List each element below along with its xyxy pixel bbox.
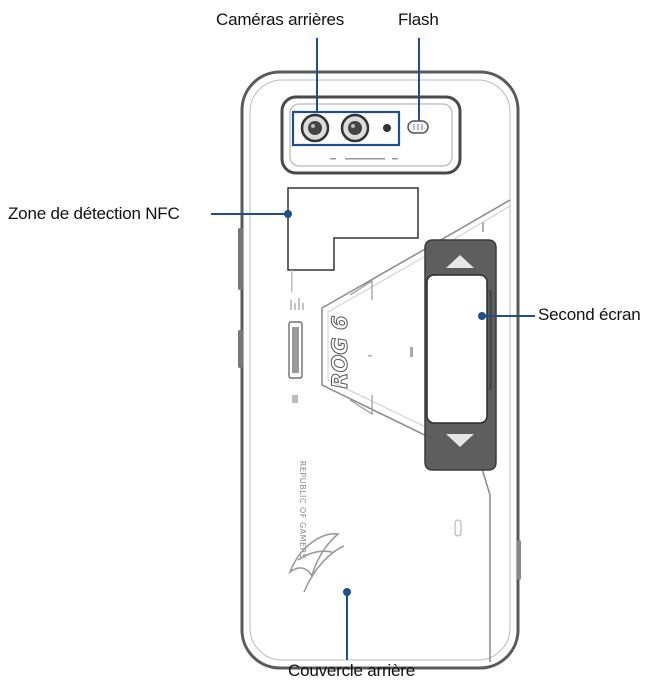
volume-button: [238, 228, 243, 290]
arrow-up-icon: [446, 255, 474, 268]
nfc-zone-outline: [287, 187, 419, 271]
second-screen-window: [426, 274, 488, 424]
arrow-down-icon: [446, 434, 474, 447]
model-logo: ROG 6: [328, 315, 352, 388]
mic-hole: [454, 519, 462, 537]
camera-module-text-marks: [330, 158, 398, 160]
second-screen: [424, 239, 497, 471]
camera-lens-main-icon: [300, 113, 330, 143]
flash-label: Flash: [398, 10, 439, 29]
brand-text: REPUBLIC OF GAMERS: [298, 461, 307, 559]
leader-lines: [211, 38, 535, 660]
power-button: [238, 330, 243, 368]
second-screen-label: Second écran: [538, 305, 641, 324]
nfc-zone-label: Zone de détection NFC: [8, 204, 180, 223]
flash-led-icon: [407, 120, 429, 134]
camera-lens-second-icon: [340, 113, 370, 143]
center-marks: [368, 347, 413, 357]
side-port: [517, 540, 521, 580]
camera-module: [280, 95, 462, 175]
rog-logo-icon: [288, 533, 345, 593]
rear-cameras-label: Caméras arrières: [216, 10, 345, 29]
regulatory-marks: [288, 270, 304, 403]
rear-cameras-highlight: [291, 110, 401, 147]
back-cover-label: Couvercle arrière: [288, 661, 415, 680]
camera-lens-macro-icon: [383, 124, 391, 132]
